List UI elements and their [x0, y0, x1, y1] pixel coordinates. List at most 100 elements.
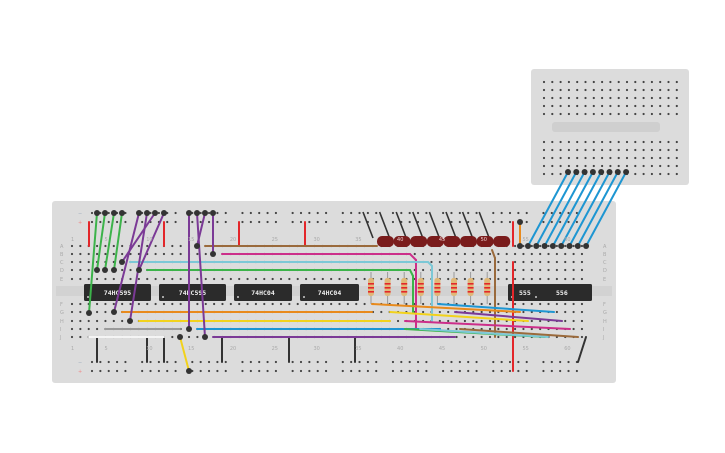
rail-hole	[141, 369, 144, 373]
row-label: F	[60, 302, 63, 308]
resistor-band	[467, 291, 474, 293]
black-wire	[577, 336, 587, 363]
hole	[497, 319, 500, 323]
mini-hole	[592, 80, 595, 84]
chip-74HC595	[159, 284, 226, 301]
mini-hole	[675, 164, 678, 168]
hole	[505, 327, 508, 331]
mini-hole	[551, 96, 554, 100]
rail-hole	[358, 369, 361, 373]
led-segment	[393, 236, 411, 247]
mini-hole	[576, 88, 579, 92]
led-leg	[412, 211, 424, 239]
hole	[497, 335, 500, 339]
hole	[87, 268, 90, 272]
hole	[79, 244, 82, 248]
wire-end	[565, 169, 571, 175]
mini-hole	[675, 96, 678, 100]
hole	[121, 268, 124, 272]
hole	[547, 252, 550, 256]
mini-hole	[584, 104, 587, 108]
mini-hole	[625, 88, 629, 92]
rail-hole	[207, 360, 211, 364]
hole	[104, 319, 107, 323]
hole	[513, 277, 517, 281]
mini-hole	[634, 164, 637, 168]
mini-hole	[601, 80, 604, 84]
column-number: 10	[146, 237, 152, 243]
resistor-band	[467, 287, 474, 289]
rail-hole	[308, 211, 311, 215]
hole	[87, 252, 90, 256]
hole	[522, 302, 525, 306]
chip-label: 74HC04	[318, 289, 342, 297]
mini-hole	[576, 156, 579, 160]
hole	[79, 335, 82, 339]
rail-hole	[358, 360, 361, 364]
mini-hole	[551, 156, 554, 160]
hole	[455, 260, 458, 264]
hole	[330, 302, 333, 306]
mini-hole	[542, 172, 546, 176]
resistor-band	[434, 287, 441, 289]
hole	[530, 319, 533, 323]
hole	[472, 260, 475, 264]
pin1-dot	[303, 296, 305, 298]
rail-hole	[341, 211, 344, 215]
wire-end	[94, 267, 100, 273]
blue-wire	[527, 171, 569, 247]
rail-hole	[266, 220, 269, 224]
rail-hole	[467, 369, 470, 373]
hole	[154, 302, 157, 306]
wire-end	[517, 243, 523, 249]
column-number: 1	[71, 237, 74, 243]
row-label: A	[603, 244, 607, 250]
rail-hole	[216, 360, 219, 364]
hole	[472, 302, 475, 306]
rail-hole	[99, 360, 102, 364]
resistor-band	[451, 287, 457, 289]
purple-wire	[113, 212, 140, 313]
hole	[313, 277, 316, 281]
mini-hole	[659, 148, 662, 152]
led-leg	[461, 211, 474, 239]
rail-hole	[174, 211, 177, 215]
hole	[513, 252, 517, 256]
wire-end	[186, 210, 192, 216]
mini-hole	[650, 164, 654, 168]
row-label: I	[603, 327, 604, 333]
resistor-band	[368, 287, 374, 289]
blue-wire	[535, 171, 578, 247]
mini-hole	[609, 112, 612, 116]
rail-hole	[391, 360, 395, 364]
mini-hole	[542, 148, 546, 152]
hole	[121, 244, 124, 248]
row-label: G	[60, 310, 64, 316]
led-segment	[493, 236, 511, 247]
hole	[497, 260, 500, 264]
column-number: 10	[146, 346, 152, 352]
rail-hole	[559, 211, 562, 215]
brown-wire	[491, 249, 496, 259]
rail-hole	[508, 369, 512, 373]
rail-hole	[99, 220, 102, 224]
rail-hole	[408, 211, 411, 215]
hole	[480, 310, 483, 314]
row-label: H	[60, 319, 64, 325]
rail-hole	[249, 360, 252, 364]
mini-hole	[559, 156, 562, 160]
chip-label: 74HC595	[104, 289, 131, 297]
rail-hole	[517, 369, 520, 373]
hole	[330, 277, 333, 281]
resistor-band	[401, 287, 408, 289]
mini-hole	[542, 156, 546, 160]
rail-hole	[358, 211, 361, 215]
hole	[522, 268, 525, 272]
hole	[288, 302, 291, 306]
wire-end	[102, 210, 108, 216]
mini-breadboard-channel	[552, 122, 660, 132]
hole	[488, 260, 492, 264]
hole	[79, 260, 82, 264]
hole	[146, 277, 149, 281]
hole	[580, 260, 584, 264]
